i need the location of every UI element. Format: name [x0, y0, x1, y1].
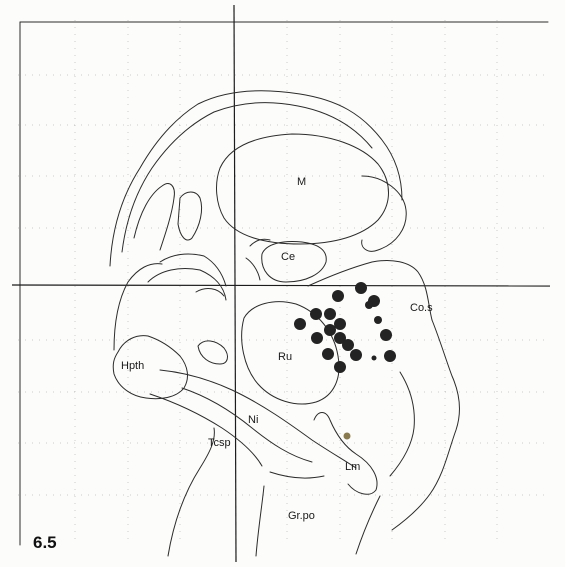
vertical-axis: [234, 5, 236, 562]
label-ni: Ni: [248, 414, 258, 426]
anatomical-outlines: [110, 91, 459, 556]
ni-band: [182, 388, 312, 462]
site-dot: [294, 318, 306, 330]
site-dot: [384, 350, 396, 362]
left-lobe-inner: [134, 184, 174, 250]
dorsal-contour: [110, 91, 402, 266]
label-ru: Ru: [278, 351, 292, 363]
right-lateral-contour: [392, 320, 459, 530]
structure-m-outline: [217, 134, 389, 244]
grpo-right-contour: [356, 496, 380, 554]
coordinate-grid: [18, 20, 548, 545]
label-hpth: Hpth: [121, 360, 144, 372]
lm-outline: [314, 413, 377, 495]
site-dot: [324, 308, 336, 320]
horizontal-axis: [12, 285, 550, 286]
site-dot: [365, 301, 373, 309]
plate-number: 6.5: [33, 533, 57, 552]
site-dot: [374, 316, 382, 324]
label-ce: Ce: [281, 251, 295, 263]
site-dot: [342, 339, 354, 351]
grpo-inner-contour: [270, 472, 324, 478]
site-dot: [334, 361, 346, 373]
dorsal-contour-inner: [122, 103, 372, 252]
site-dot: [380, 329, 392, 341]
tcsp-band-lower: [150, 394, 262, 466]
recording-sites: [294, 282, 396, 440]
site-dot: [311, 332, 323, 344]
site-dot: [310, 308, 322, 320]
site-dot: [355, 282, 367, 294]
right-inner-contour: [390, 372, 414, 476]
label-m: M: [297, 176, 306, 188]
site-dot: [350, 349, 362, 361]
frame: [20, 22, 548, 545]
left-lobe-small: [178, 192, 202, 240]
site-dot-small: [344, 433, 351, 440]
label-cos: Co.s: [410, 302, 433, 314]
site-dot: [322, 348, 334, 360]
site-dot: [334, 318, 346, 330]
label-lm: Lm: [345, 461, 360, 473]
site-dot: [324, 324, 336, 336]
inner-band-left-2: [148, 269, 226, 301]
label-tcsp: Tcsp: [208, 437, 231, 449]
ce-surround: [246, 239, 270, 280]
grpo-mid-contour: [256, 486, 264, 556]
structure-m-right-lobe: [362, 176, 407, 251]
site-dot: [332, 290, 344, 302]
ventral-oval: [198, 341, 227, 364]
site-dot: [372, 356, 377, 361]
label-grpo: Gr.po: [288, 510, 315, 522]
